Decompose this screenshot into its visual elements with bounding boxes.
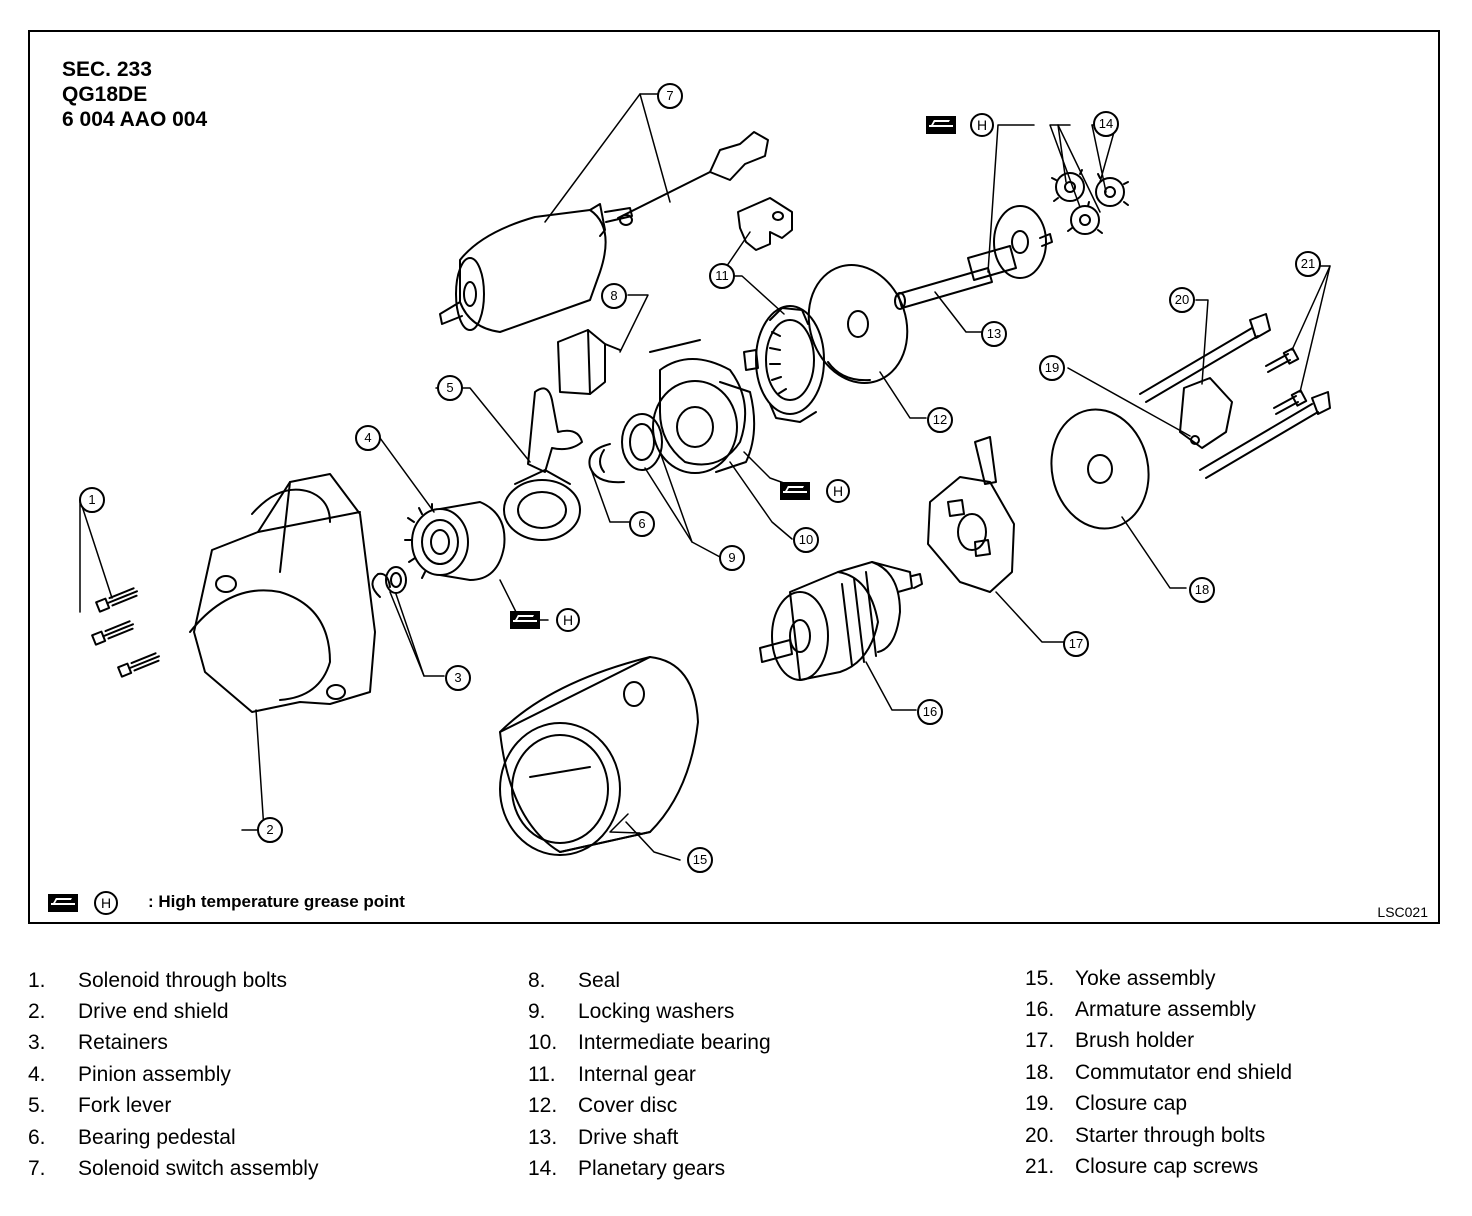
legend-item-3: 3.Retainers bbox=[28, 1031, 168, 1054]
part-planetary-gears bbox=[1051, 169, 1129, 235]
part-pinion-assembly bbox=[404, 501, 506, 581]
legend-item-12: 12.Cover disc bbox=[528, 1094, 678, 1117]
callout-6: 6 bbox=[629, 511, 655, 537]
part-closure-cap bbox=[1179, 377, 1233, 449]
legend-item-13: 13.Drive shaft bbox=[528, 1126, 679, 1149]
part-retainers bbox=[371, 566, 407, 598]
callout-5: 5 bbox=[437, 375, 463, 401]
part-locking-washers bbox=[621, 413, 663, 471]
callout-17: 17 bbox=[1063, 631, 1089, 657]
legend-item-14: 14.Planetary gears bbox=[528, 1157, 726, 1180]
part-commutator-end-shield bbox=[1050, 408, 1150, 530]
grease-point-icon bbox=[510, 611, 540, 629]
figure-code: LSC021 bbox=[1377, 904, 1428, 920]
callout-8: 8 bbox=[601, 283, 627, 309]
callout-14: 14 bbox=[1093, 111, 1119, 137]
part-yoke-assembly bbox=[499, 656, 699, 856]
part-closure-cap-screws bbox=[1265, 347, 1308, 415]
legend-item-15: 15.Yoke assembly bbox=[1025, 967, 1216, 990]
legend-item-16: 16.Armature assembly bbox=[1025, 998, 1256, 1021]
part-starter-through-bolts bbox=[1139, 313, 1331, 479]
grease-note-icon bbox=[48, 894, 78, 912]
part-internal-gear bbox=[743, 305, 825, 423]
callout-4: 4 bbox=[355, 425, 381, 451]
callout-1: 1 bbox=[79, 487, 105, 513]
grease-note-h: H bbox=[94, 891, 118, 915]
callout-16: 16 bbox=[917, 699, 943, 725]
callout-9: 9 bbox=[719, 545, 745, 571]
part-bearing-pedestal bbox=[588, 443, 625, 484]
legend-item-10: 10.Intermediate bearing bbox=[528, 1031, 771, 1054]
legend-item-4: 4.Pinion assembly bbox=[28, 1063, 231, 1086]
exploded-view-art bbox=[79, 93, 1331, 861]
engine-code: QG18DE bbox=[62, 83, 148, 106]
callout-7: 7 bbox=[657, 83, 683, 109]
part-brush-holder bbox=[927, 436, 1015, 593]
diagram-frame: SEC. 233 QG18DE 6 004 AAO 004 1 2 3 4 5 … bbox=[28, 30, 1440, 924]
part-bracket bbox=[737, 197, 793, 251]
leader-lines bbox=[79, 93, 1331, 861]
grease-point-h: H bbox=[556, 608, 580, 632]
legend-item-6: 6.Bearing pedestal bbox=[28, 1126, 236, 1149]
callout-13: 13 bbox=[981, 321, 1007, 347]
grease-note-text: : High temperature grease point bbox=[148, 892, 405, 911]
part-seal bbox=[557, 329, 621, 395]
callout-21: 21 bbox=[1295, 251, 1321, 277]
legend-item-17: 17.Brush holder bbox=[1025, 1029, 1195, 1052]
callout-12: 12 bbox=[927, 407, 953, 433]
legend-item-20: 20.Starter through bolts bbox=[1025, 1124, 1266, 1147]
part-solenoid-bolts bbox=[91, 587, 160, 678]
grease-point-h: H bbox=[826, 479, 850, 503]
grease-point-icon bbox=[780, 482, 810, 500]
part-intermediate-bearing bbox=[649, 339, 756, 474]
legend-item-2: 2.Drive end shield bbox=[28, 1000, 229, 1023]
callout-2: 2 bbox=[257, 817, 283, 843]
section-number: SEC. 233 bbox=[62, 58, 152, 81]
callout-10: 10 bbox=[793, 527, 819, 553]
part-armature-assembly bbox=[759, 561, 923, 681]
part-solenoid-switch bbox=[439, 131, 769, 333]
callout-20: 20 bbox=[1169, 287, 1195, 313]
parts-legend: 1.Solenoid through bolts 2.Drive end shi… bbox=[28, 964, 1448, 1184]
legend-item-9: 9.Locking washers bbox=[528, 1000, 735, 1023]
part-drive-end-shield bbox=[189, 473, 376, 713]
callout-11: 11 bbox=[709, 263, 735, 289]
callout-19: 19 bbox=[1039, 355, 1065, 381]
legend-item-1: 1.Solenoid through bolts bbox=[28, 969, 287, 992]
callout-3: 3 bbox=[445, 665, 471, 691]
grease-point-icon bbox=[926, 116, 956, 134]
legend-item-18: 18.Commutator end shield bbox=[1025, 1061, 1293, 1084]
legend-item-21: 21.Closure cap screws bbox=[1025, 1155, 1259, 1178]
legend-item-11: 11.Internal gear bbox=[528, 1063, 696, 1086]
grease-point-h: H bbox=[970, 113, 994, 137]
part-cover-disc bbox=[807, 264, 909, 384]
legend-item-19: 19.Closure cap bbox=[1025, 1092, 1188, 1115]
part-code: 6 004 AAO 004 bbox=[62, 108, 208, 131]
callout-15: 15 bbox=[687, 847, 713, 873]
part-fork-lever bbox=[503, 387, 583, 541]
part-drive-shaft bbox=[894, 205, 1053, 310]
legend-item-7: 7.Solenoid switch assembly bbox=[28, 1157, 319, 1180]
callout-18: 18 bbox=[1189, 577, 1215, 603]
legend-item-8: 8.Seal bbox=[528, 969, 621, 992]
legend-item-5: 5.Fork lever bbox=[28, 1094, 172, 1117]
